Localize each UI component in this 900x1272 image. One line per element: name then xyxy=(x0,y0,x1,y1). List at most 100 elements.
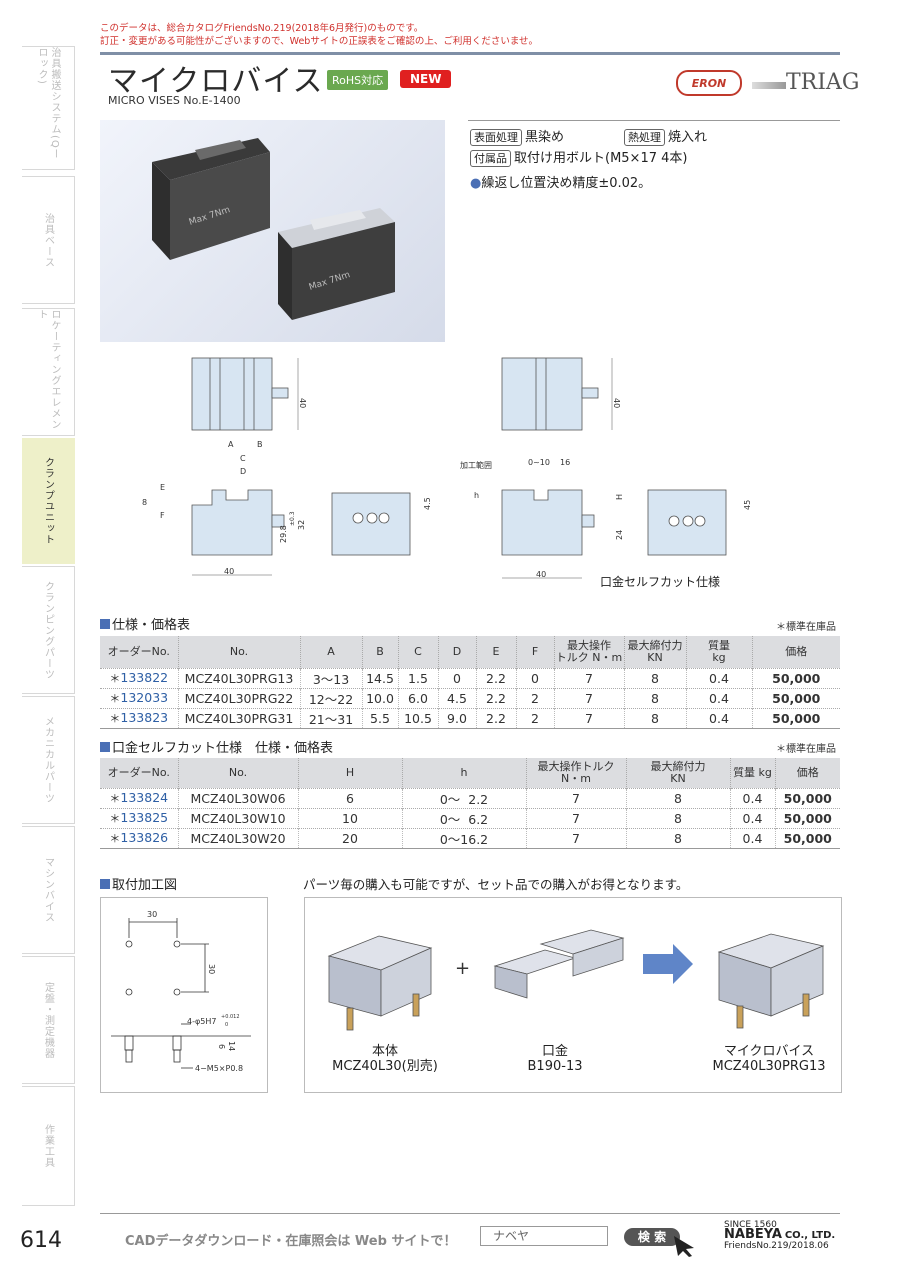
page-subtitle: MICRO VISES No.E-1400 xyxy=(108,94,241,107)
cell-price: 50,000 xyxy=(774,807,840,828)
sidetab-machine-vise[interactable]: マシンバイス xyxy=(22,826,75,954)
order-link[interactable]: 133825 xyxy=(120,810,169,825)
cell-torque: 7 xyxy=(525,827,626,849)
cell-c: 1.5 xyxy=(397,667,438,688)
sidetab-locating[interactable]: ロケーティングエレメント xyxy=(22,308,75,436)
mount-hole-callout: 4-φ5H7 xyxy=(187,1017,216,1026)
sidetab-clamping-parts[interactable]: クランピングパーツ xyxy=(22,566,75,694)
cell-mass: 0.4 xyxy=(729,807,775,828)
square-icon xyxy=(100,619,110,629)
th-no: No. xyxy=(177,758,298,788)
dim-32: 32 xyxy=(297,520,306,530)
cell-f: 2 xyxy=(515,707,554,729)
cell-order[interactable]: ＊133824 xyxy=(100,787,178,808)
cell-d: 4.5 xyxy=(437,687,476,708)
table-row: ＊133825 MCZ40L30W10 10 0〜 6.2 7 8 0.4 50… xyxy=(100,807,840,828)
th-f: F xyxy=(515,636,554,668)
dim-C: C xyxy=(240,454,246,463)
set-item-vise: マイクロバイス MCZ40L30PRG13 xyxy=(699,1044,839,1074)
cell-e: 2.2 xyxy=(475,667,516,688)
table1-stock-note: ＊標準在庫品 xyxy=(776,622,836,633)
page-title: マイクロバイス xyxy=(108,64,324,99)
eron-logo: ERON xyxy=(676,70,742,96)
set-item-body: 本体 MCZ40L30(別売) xyxy=(325,1044,445,1074)
cell-no: MCZ40L30PRG22 xyxy=(177,687,300,708)
table-row: ＊133823 MCZ40L30PRG31 21〜31 5.5 10.5 9.0… xyxy=(100,707,840,729)
th-force: 最大締付力 KN xyxy=(623,636,686,668)
sidetab-mechanical-parts[interactable]: メカニカルパーツ xyxy=(22,696,75,824)
cell-a: 3〜13 xyxy=(299,667,362,688)
cell-c: 6.0 xyxy=(397,687,438,708)
square-icon xyxy=(100,879,110,889)
price-table-1: オーダーNo. No. A B C D E F 最大操作 トルク N・m 最大締… xyxy=(100,636,840,729)
sidetab-jig-transport[interactable]: 治具搬送システム(Qーロック) xyxy=(22,46,75,170)
cell-no: MCZ40L30W06 xyxy=(177,787,298,808)
spec-heat-label: 熱処理 xyxy=(624,129,665,146)
order-link[interactable]: 133822 xyxy=(120,670,169,685)
cell-order[interactable]: ＊133822 xyxy=(100,667,178,688)
sidetab-label: メカニカルパーツ xyxy=(42,716,54,804)
plus-sign: + xyxy=(455,958,471,979)
set-illustrations xyxy=(327,929,825,1031)
cell-force: 8 xyxy=(623,707,686,729)
cell-order[interactable]: ＊133826 xyxy=(100,827,178,849)
sidetab-surface-plate[interactable]: 定盤・測定機器 xyxy=(22,956,75,1084)
title-rule xyxy=(100,52,840,55)
th-price: 価格 xyxy=(751,636,840,668)
triag-logo: TRIAG xyxy=(786,70,860,95)
search-button[interactable]: 検 索 xyxy=(624,1228,680,1246)
square-icon xyxy=(100,742,110,752)
sidetab-clamp-unit[interactable]: クランプユニット xyxy=(22,438,75,564)
notice-line-2: 訂正・変更がある可能性がございますので、Webサイトの正誤表をご確認の上、ご利用… xyxy=(100,36,539,47)
dim-4-5: 4.5 xyxy=(423,497,432,510)
side-tabs: 治具搬送システム(Qーロック) 治具ベース ロケーティングエレメント クランプユ… xyxy=(22,46,75,1206)
dim-tol: ±0.3 xyxy=(289,511,296,526)
footer-rule xyxy=(100,1213,840,1214)
cell-d: 0 xyxy=(437,667,476,688)
mount-dim-30b: 30 xyxy=(207,964,216,974)
cell-force: 8 xyxy=(623,687,686,708)
mounting-drawing-box: 30 30 4-φ5H7 +0.012 0 6 14 4−M5×P0.8 xyxy=(100,897,268,1093)
search-input[interactable]: ナベヤ xyxy=(480,1226,608,1246)
order-link[interactable]: 133824 xyxy=(120,790,169,805)
cell-order[interactable]: ＊133825 xyxy=(100,807,178,828)
th-price: 価格 xyxy=(774,758,840,788)
sidetab-work-tools[interactable]: 作業工具 xyxy=(22,1086,75,1206)
sidetab-jig-base[interactable]: 治具ベース xyxy=(22,176,75,304)
sidetab-label: クランピングパーツ xyxy=(42,580,54,680)
spec-surface-label: 表面処理 xyxy=(470,129,522,146)
notice-line-1: このデータは、総合カタログFriendsNo.219(2018年6月発行)のもの… xyxy=(100,23,424,34)
order-link[interactable]: 132033 xyxy=(120,690,169,705)
brand-divider xyxy=(752,82,786,89)
sidetab-label: 作業工具 xyxy=(42,1124,54,1168)
th-torque: 最大操作トルク N・m xyxy=(525,758,626,788)
cell-force: 8 xyxy=(625,787,730,808)
cell-a: 12〜22 xyxy=(299,687,362,708)
spec-heat: 熱処理焼入れ xyxy=(624,126,707,146)
cell-no: MCZ40L30PRG13 xyxy=(177,667,300,688)
cell-b: 14.5 xyxy=(361,667,398,688)
cell-force: 8 xyxy=(625,827,730,849)
company-logo: SINCE 1560 NABEYA CO., LTD. FriendsNo.21… xyxy=(724,1220,835,1251)
mount-d6: 6 xyxy=(217,1044,226,1049)
new-badge: NEW xyxy=(400,70,452,88)
cell-h: 0〜 6.2 xyxy=(401,807,526,828)
mount-dim-30a: 30 xyxy=(147,910,157,919)
table-row: ＊133826 MCZ40L30W20 20 0〜16.2 7 8 0.4 50… xyxy=(100,827,840,849)
cell-order[interactable]: ＊132033 xyxy=(100,687,178,708)
cell-mass: 0.4 xyxy=(685,667,752,688)
order-link[interactable]: 133826 xyxy=(120,830,169,845)
th-a: A xyxy=(299,636,362,668)
cell-price: 50,000 xyxy=(774,787,840,808)
cell-order[interactable]: ＊133823 xyxy=(100,707,178,729)
cell-mass: 0.4 xyxy=(729,827,775,849)
order-link[interactable]: 133823 xyxy=(120,710,169,725)
set-item3-name: マイクロバイス xyxy=(723,1044,815,1059)
table1-heading-text: 仕様・価格表 xyxy=(112,618,191,633)
cell-H: 20 xyxy=(297,827,402,849)
sidetab-label: 治具搬送システム(Qーロック) xyxy=(36,47,60,160)
cell-price: 50,000 xyxy=(751,667,840,688)
th-mass: 質量 kg xyxy=(729,758,775,788)
th-mass: 質量 kg xyxy=(685,636,752,668)
cell-h: 0〜16.2 xyxy=(401,827,526,849)
